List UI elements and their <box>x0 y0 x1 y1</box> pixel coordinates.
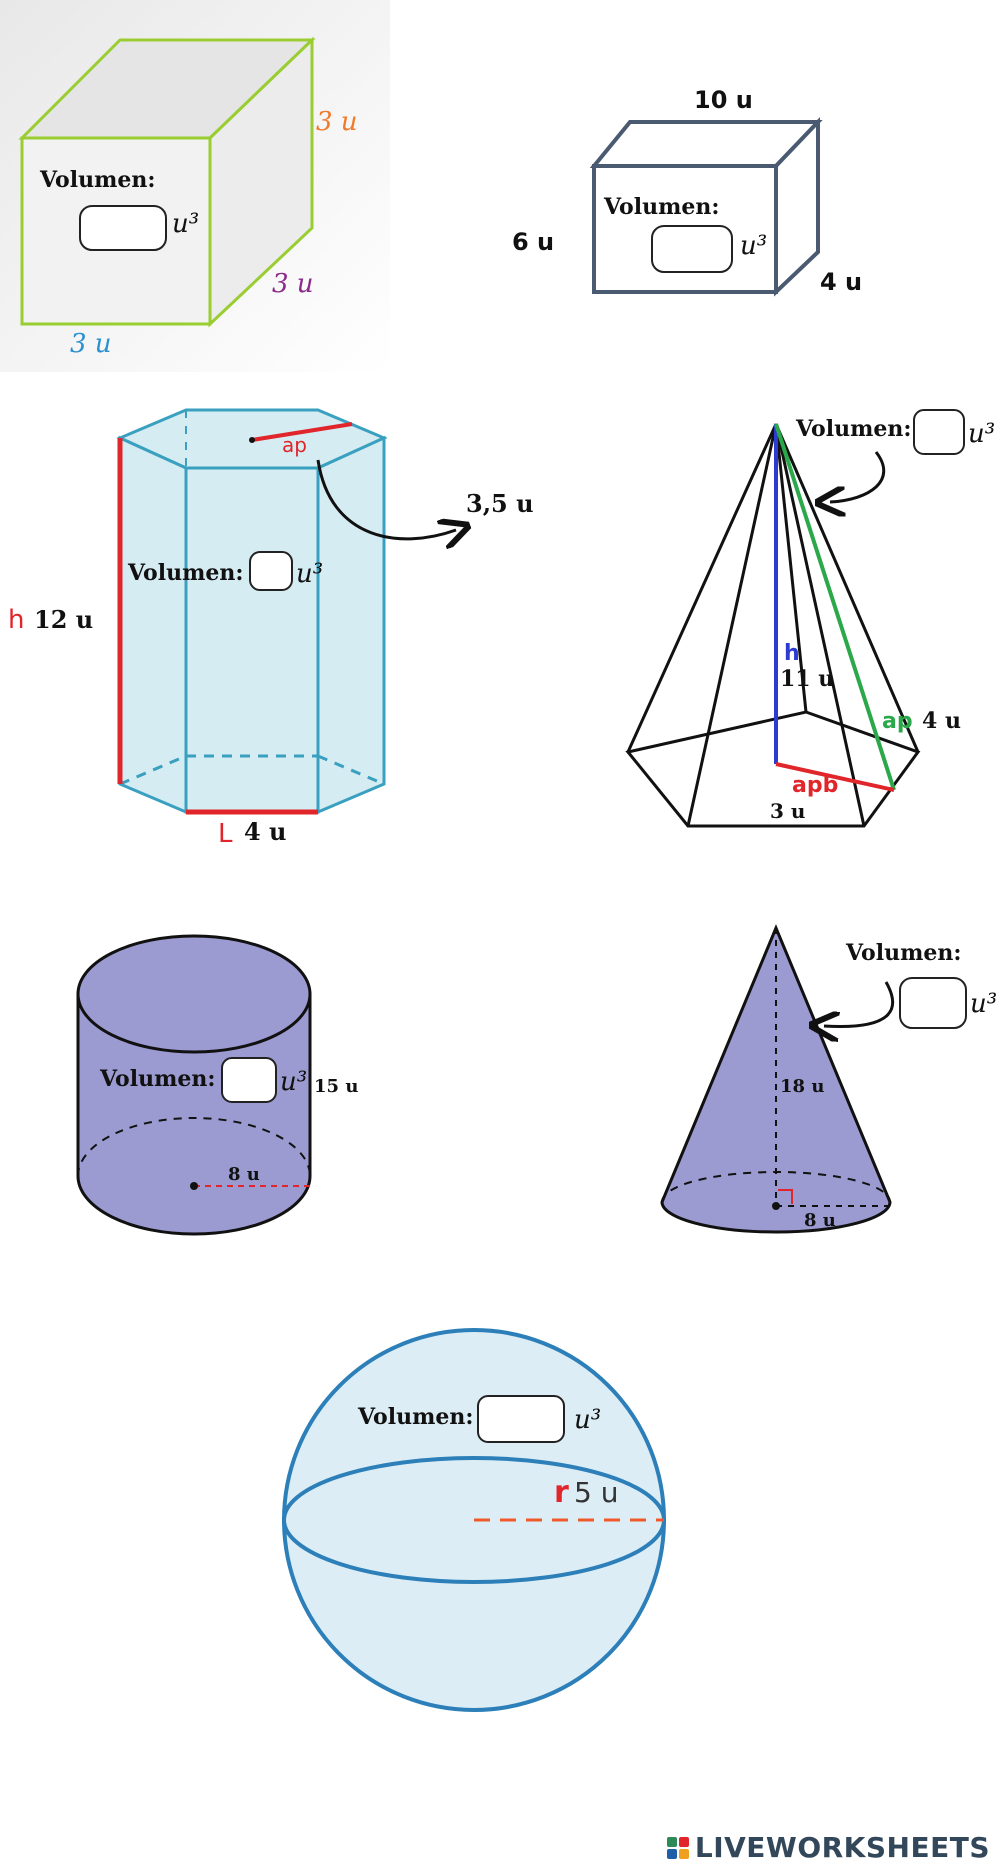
cylinder-radius-value: 8 u <box>228 1164 260 1185</box>
hex-volume-label: Volumen: <box>127 560 243 586</box>
pyramid-figure: Volumen: u³ h 11 u ap 4 u apb 3 u <box>625 409 995 828</box>
hex-unit: u³ <box>296 559 323 589</box>
pyramid-height-letter: h <box>784 641 800 666</box>
cube-unit: u³ <box>172 209 199 239</box>
cylinder-figure: Volumen: u³ 15 u 8 u <box>76 934 358 1236</box>
hex-answer-box[interactable] <box>249 551 293 591</box>
pyramid-side-value: 3 u <box>770 799 805 823</box>
cube-volume-label: Volumen: <box>39 167 155 193</box>
hex-apothem-label: ap <box>282 433 307 457</box>
prism-dim-depth: 4 u <box>820 268 862 296</box>
hex-height-letter: h <box>8 605 24 635</box>
hex-side-letter: L <box>218 819 233 849</box>
hex-side-value: 4 u <box>244 817 287 846</box>
prism-dim-height: 6 u <box>512 228 554 256</box>
sphere-figure: Volumen: u³ r 5 u <box>282 1328 666 1712</box>
cube-dim-side: 3 u <box>272 269 314 299</box>
cube-dim-bottom: 3 u <box>70 329 112 359</box>
sphere-unit: u³ <box>574 1405 601 1435</box>
prism-unit: u³ <box>740 231 767 261</box>
pyramid-apothem-value: 4 u <box>922 708 961 734</box>
cone-volume-label: Volumen: <box>845 940 961 966</box>
cone-unit: u³ <box>970 989 997 1019</box>
prism-answer-box[interactable] <box>651 225 733 273</box>
pyramid-apothem-label: ap <box>882 709 913 734</box>
cylinder-volume-label: Volumen: <box>99 1066 215 1092</box>
cone-figure: Volumen: u³ 18 u 8 u <box>660 924 997 1234</box>
pyramid-volume-label: Volumen: <box>795 416 911 442</box>
cube-figure: Volumen: u³ 3 u 3 u 3 u <box>0 0 390 372</box>
logo-mark-icon <box>666 1836 689 1859</box>
sphere-radius-letter: r <box>554 1475 569 1510</box>
sphere-volume-label: Volumen: <box>357 1404 473 1430</box>
rect-prism-figure: Volumen: u³ 10 u 6 u 4 u <box>512 86 862 297</box>
pyramid-height-value: 11 u <box>780 666 834 692</box>
cylinder-answer-box[interactable] <box>221 1057 277 1103</box>
pyramid-base-apothem-label: apb <box>792 773 838 798</box>
cube-dim-right: 3 u <box>316 107 358 137</box>
prism-dim-length: 10 u <box>694 86 753 114</box>
sphere-radius-value: 5 u <box>574 1476 618 1509</box>
cylinder-unit: u³ <box>280 1067 307 1097</box>
liveworksheets-logo: LIVEWORKSHEETS <box>666 1831 990 1864</box>
cube-answer-box[interactable] <box>79 205 167 251</box>
prism-volume-label: Volumen: <box>603 194 719 220</box>
brand-name: LIVEWORKSHEETS <box>694 1831 990 1864</box>
pyramid-answer-box[interactable] <box>913 409 965 455</box>
hex-height-value: 12 u <box>34 605 93 634</box>
cone-radius-value: 8 u <box>804 1210 836 1231</box>
hex-apothem-value: 3,5 u <box>466 489 534 518</box>
sphere-answer-box[interactable] <box>477 1395 565 1443</box>
cone-answer-box[interactable] <box>899 977 967 1029</box>
hex-prism-figure: ap 3,5 u Volumen: u³ h 12 u L 4 u <box>8 408 534 849</box>
cylinder-height-value: 15 u <box>314 1076 358 1097</box>
pyramid-unit: u³ <box>968 419 995 449</box>
cone-height-value: 18 u <box>780 1076 824 1097</box>
